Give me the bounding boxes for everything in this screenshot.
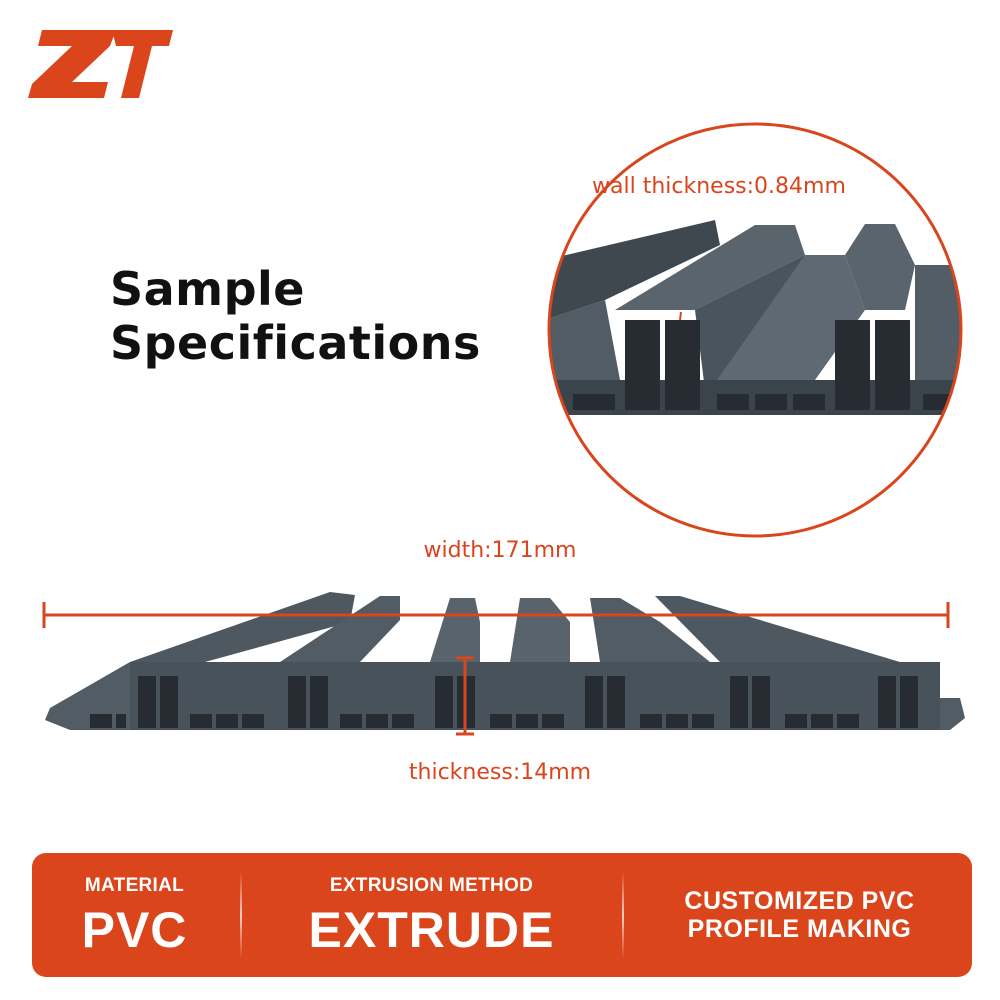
service-line-1: CUSTOMIZED PVC	[684, 887, 915, 915]
material-value: PVC	[81, 902, 188, 958]
method-value: EXTRUDE	[308, 902, 555, 958]
page-title: Sample Specifications	[110, 262, 481, 370]
service-spec: CUSTOMIZED PVC PROFILE MAKING	[627, 853, 972, 977]
method-caption: EXTRUSION METHOD	[329, 875, 534, 896]
pvc-profile-illustration	[42, 592, 965, 736]
spec-banner: MATERIAL PVC EXTRUSION METHOD EXTRUDE CU…	[32, 853, 972, 977]
divider	[240, 871, 242, 959]
title-line-1: Sample	[110, 262, 305, 316]
zt-logo	[28, 30, 173, 98]
thickness-label: thickness:14mm	[408, 760, 592, 785]
title-line-2: Specifications	[110, 316, 481, 370]
width-label: width:171mm	[423, 538, 577, 563]
divider	[622, 871, 624, 959]
wall-thickness-label: wall thickness:0.84mm	[592, 174, 846, 199]
material-caption: MATERIAL	[84, 875, 185, 896]
detail-magnifier	[547, 122, 963, 538]
service-line-2: PROFILE MAKING	[687, 915, 912, 943]
material-spec: MATERIAL PVC	[32, 853, 237, 977]
extrusion-method-spec: EXTRUSION METHOD EXTRUDE	[244, 853, 619, 977]
